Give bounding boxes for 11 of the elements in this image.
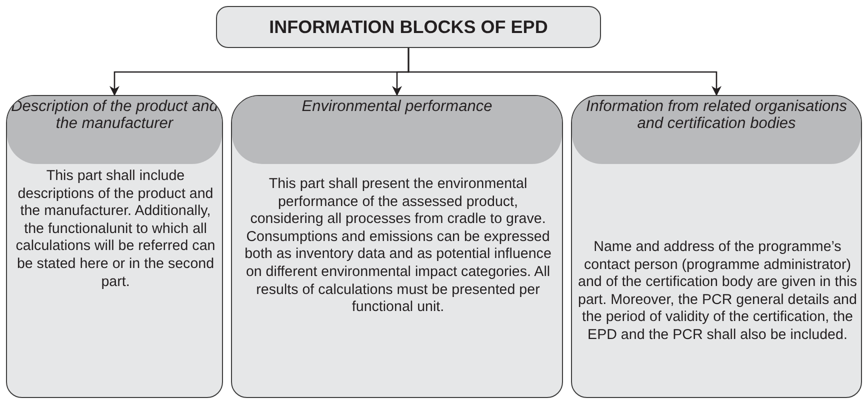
description-text: This part shall present the environmental performance of the assessed product, considering all processes from cradle to grave. Consumptions and emissions can be expressed both as inventory data and as potential influence on different environmental impact categories. All results of calculations must be presented per functional unit. (244, 176, 552, 317)
card-title: Environmental performance (302, 98, 492, 115)
info-card (6, 95, 223, 398)
description-text: This part shall include descriptions of the product and the manufacturer. Additionally, the functionalunit to which all calculations will be referred can be stated here or in the second part. (15, 168, 216, 292)
card-title: Information from related organisations and certification bodies (584, 98, 848, 132)
heading: INFORMATION BLOCKS OF EPD (269, 16, 548, 38)
info-card (571, 95, 862, 398)
info-card (231, 95, 563, 398)
description-text: Name and address of the programme’s contact person (programme administrator) and of the certification body are given in this part. Moreover, the PCR general details and the period of validity of the certification, the EPD and the PCR shall also be included. (577, 239, 858, 345)
arrow (408, 48, 722, 96)
title-box (216, 6, 601, 48)
